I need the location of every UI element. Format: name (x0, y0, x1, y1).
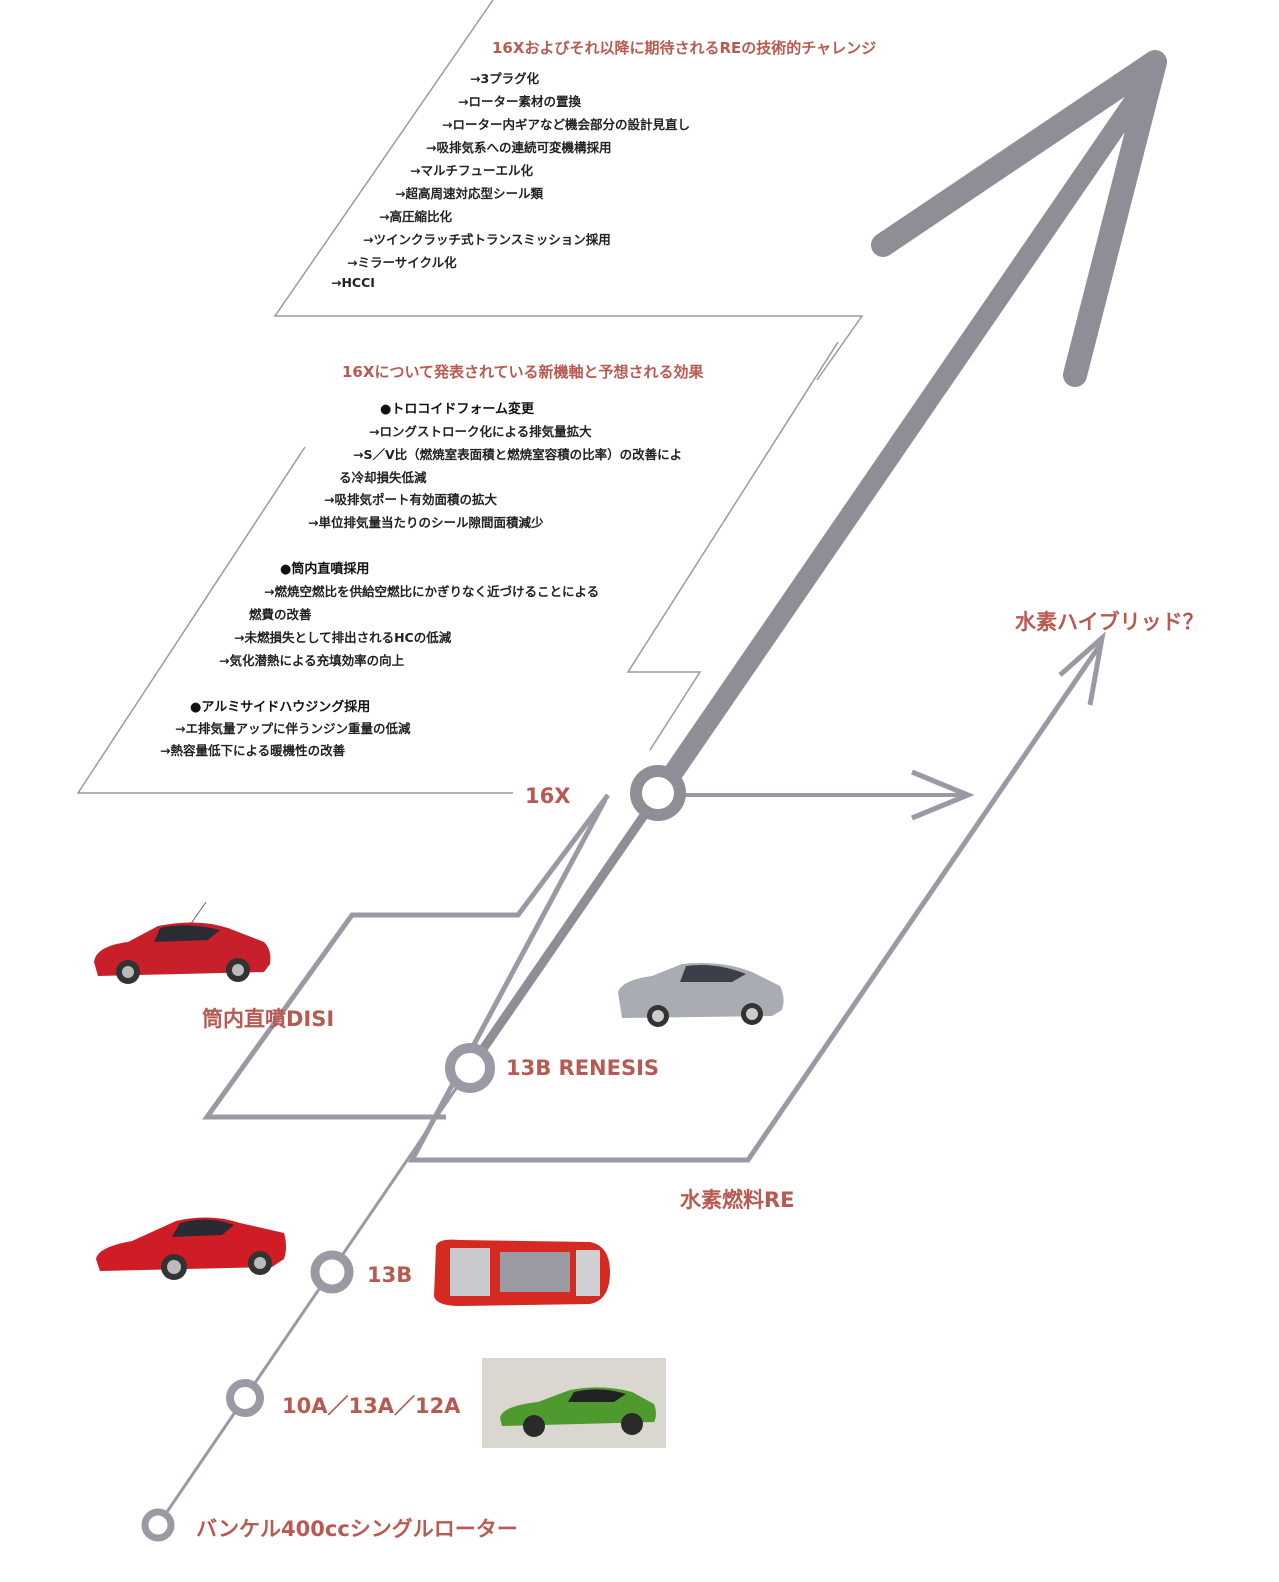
timeline-thick (649, 79, 1154, 801)
newtech-line: →熱容量低下による暖機性の改善 (160, 743, 346, 758)
timeline-medium (466, 792, 662, 1071)
challenge-item: →HCCI (331, 275, 375, 290)
newtech-line: →気化潜熱による充填効率の向上 (219, 653, 405, 668)
newtech-line: →未燃損失として排出されるHCの低減 (234, 630, 452, 645)
challenge-item: →マルチフューエル化 (410, 163, 533, 178)
stage-label-hydrogen-hybrid: 水素ハイブリッド？ (1015, 610, 1204, 634)
green-coupe-icon (482, 1358, 666, 1448)
newtech-bullet: ●筒内直噴採用 (280, 562, 370, 577)
challenge-item: →ローター内ギアなど機会部分の設計見直し (442, 117, 690, 132)
cutaway-chassis-icon (434, 1239, 610, 1306)
newtech-line: 燃費の改善 (249, 607, 312, 622)
node-16x (630, 765, 686, 821)
newtech-line: →燃焼空燃比を供給空燃比にかぎりなく近づけることによる (264, 584, 600, 599)
silver-sedan-icon (618, 963, 784, 1027)
stage-label-hydrogen-re: 水素燃料RE (680, 1188, 795, 1212)
challenge-title: 16Xおよびそれ以降に期待されるREの技術的チャレンジ (492, 39, 877, 57)
challenge-item: →吸排気系への連続可変機構採用 (426, 140, 612, 155)
newtech-panel-outline (626, 341, 839, 751)
stage-label-disi: 筒内直噴DISI (202, 1007, 335, 1031)
hydrogen-branch-arrow-head (1058, 631, 1106, 706)
horizontal-arrow-head (911, 769, 975, 821)
stage-label-renesis: 13B RENESIS (506, 1056, 660, 1080)
newtech-line: る冷却損失低減 (339, 470, 427, 485)
challenge-item: →超高周速対応型シール類 (395, 186, 543, 201)
newtech-line: →S／V比（燃焼室表面積と燃焼室容積の比率）の改善によ (353, 447, 683, 462)
disi-branch-outline (202, 793, 610, 1120)
challenge-item: →高圧縮比化 (379, 209, 452, 224)
challenge-panel-outline (273, 0, 864, 381)
challenge-item: →ローター素材の置換 (458, 94, 581, 109)
hydrogen-re-branch-outline (407, 643, 1103, 1163)
newtech-line: →ロングストローク化による排気量拡大 (369, 424, 592, 439)
stage-label-wankel: バンケル400ccシングルローター (196, 1517, 518, 1541)
newtech-title: 16Xについて発表されている新機軸と予想される効果 (342, 363, 704, 381)
stage-label-16x: 16X (525, 784, 571, 808)
newtech-bullet: ●アルミサイドハウジング採用 (190, 700, 371, 715)
challenge-item: →ツインクラッチ式トランスミッション採用 (363, 232, 611, 247)
node-13b (310, 1250, 354, 1294)
timeline-thin (156, 1067, 472, 1526)
red-sportscar-icon (96, 1217, 286, 1280)
newtech-line: →吸排気ポート有効面積の拡大 (324, 492, 497, 507)
main-arrow-head (871, 50, 1167, 387)
red-coupe-icon (94, 901, 271, 984)
newtech-panel-outline-left (76, 446, 513, 794)
challenge-item: →ミラーサイクル化 (347, 255, 457, 270)
newtech-line: →エ排気量アップに伴うンジン重量の低減 (175, 721, 411, 736)
newtech-line: →単位排気量当たりのシール隙間面積減少 (308, 515, 544, 530)
node-renesis (445, 1043, 495, 1093)
stage-label-10a: 10A／13A／12A (282, 1394, 461, 1418)
stage-label-13b: 13B (367, 1263, 413, 1287)
challenge-item: →3プラグ化 (470, 71, 540, 86)
node-10a (226, 1379, 264, 1417)
newtech-bullet: ●トロコイドフォーム変更 (380, 402, 534, 417)
node-wankel (141, 1508, 175, 1542)
